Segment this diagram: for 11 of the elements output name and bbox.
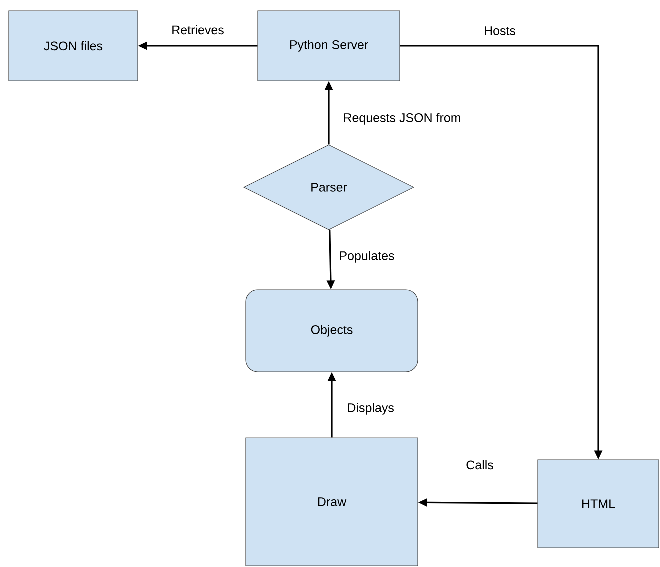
edge-label: Displays bbox=[346, 402, 396, 416]
process-box: Draw bbox=[246, 438, 418, 566]
process-box: Python Server bbox=[258, 10, 400, 82]
process-box: JSON files bbox=[8, 10, 138, 82]
process-box: HTML bbox=[538, 460, 660, 548]
edge-label: Requests JSON from bbox=[342, 112, 462, 126]
edge-label: Retrieves bbox=[170, 24, 226, 36]
edge-label: Populates bbox=[338, 250, 396, 264]
edge-label: Hosts bbox=[483, 26, 517, 36]
edge-label: Calls bbox=[465, 459, 495, 471]
rounded-box: Objects bbox=[246, 290, 418, 372]
